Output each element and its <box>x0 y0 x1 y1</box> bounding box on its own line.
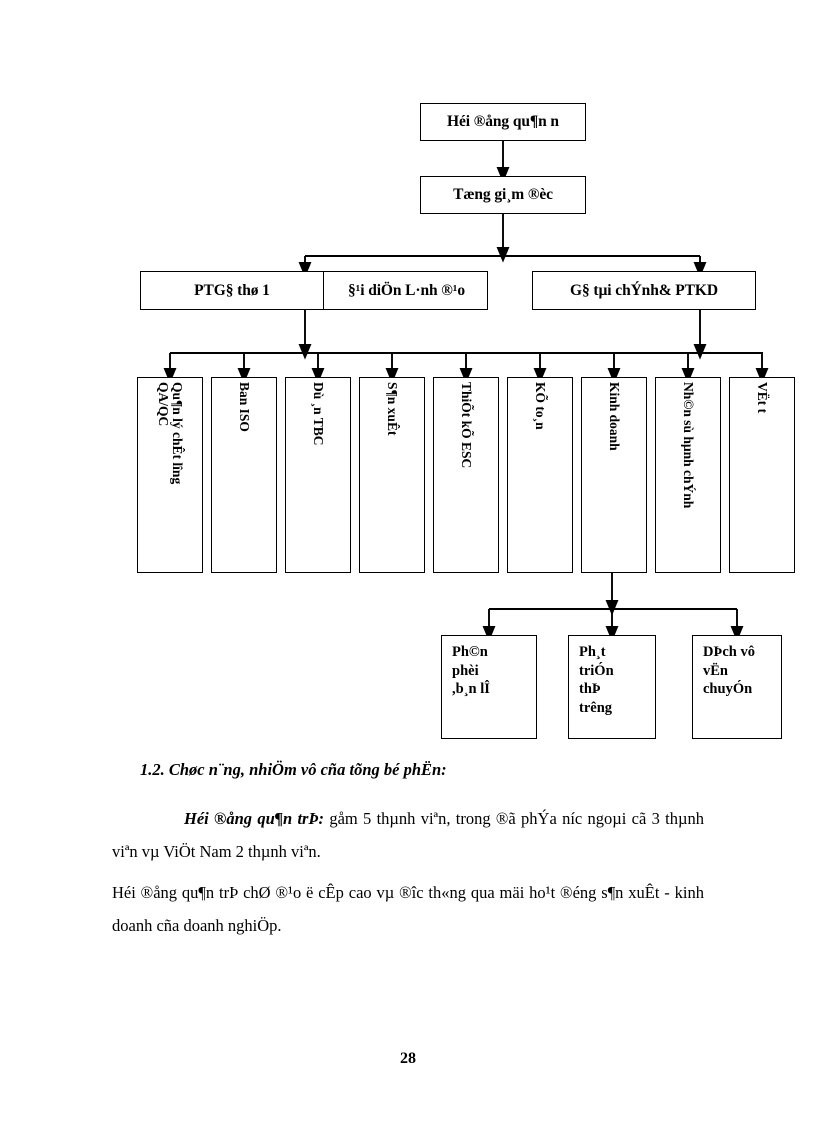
node-du-an-tbc[interactable]: Dù ¸n TBC <box>285 377 351 573</box>
node-label: Héi ®ång qu¶n n <box>447 113 559 130</box>
section-heading: 1.2. Chøc n¨ng, nhiÖm vô cña tõng bé phË… <box>140 760 447 779</box>
node-label-vertical: Nh©n sù hµnh chÝnh <box>680 382 696 509</box>
node-tong-giam-doc[interactable]: Tæng gi¸m ®èc <box>420 176 586 214</box>
node-label-line1: Ph¸t <box>579 644 606 660</box>
paragraph-1-lead: Héi ®ång qu¶n trÞ: <box>184 809 325 828</box>
node-label: §¹i diÖn L·nh ®¹o <box>348 281 465 299</box>
org-chart-diagram: Héi ®ång qu¶n n Tæng gi¸m ®èc PTG§ thø 1… <box>137 103 795 739</box>
node-label-line1: Ph©n <box>452 644 488 660</box>
node-label-line3: thÞ <box>579 681 601 698</box>
node-label-line1: DÞch vô <box>703 644 755 660</box>
node-nhan-su-hanh-chinh[interactable]: Nh©n sù hµnh chÝnh <box>655 377 721 573</box>
node-label-vertical: VËt t <box>754 382 770 414</box>
node-label-vertical: S¶n xuÊt <box>384 382 400 436</box>
page-number: 28 <box>400 1050 416 1067</box>
node-phan-phoi-ban-le[interactable]: Ph©n phèi ,b¸n lÎ <box>441 635 537 739</box>
node-group-ptgd-daidien: PTG§ thø 1 §¹i diÖn L·nh ®¹o <box>140 271 488 310</box>
node-quan-ly-chat-luong-qa-qc[interactable]: Qu¶n lý chÊt lîng QA/QC <box>137 377 203 573</box>
document-body: 1.2. Chøc n¨ng, nhiÖm vô cña tõng bé phË… <box>112 760 704 950</box>
node-kinh-doanh[interactable]: Kinh doanh <box>581 377 647 573</box>
node-label-line2: phèi <box>452 662 479 679</box>
node-label-vertical: Ban ISO <box>236 382 252 432</box>
node-dai-dien-lanh-dao[interactable]: §¹i diÖn L·nh ®¹o <box>324 272 487 309</box>
node-label: G§ tµi chÝnh& PTKD <box>570 281 718 299</box>
node-hoi-dong-quan-tri[interactable]: Héi ®ång qu¶n n <box>420 103 586 141</box>
node-vat-tu[interactable]: VËt t <box>729 377 795 573</box>
node-label-line3: ,b¸n lÎ <box>452 681 490 698</box>
node-label-line3: chuyÓn <box>703 681 753 698</box>
node-dich-vu-van-chuyen[interactable]: DÞch vô vËn chuyÓn <box>692 635 782 739</box>
node-label-vertical: Kinh doanh <box>606 382 622 451</box>
node-label-line2: QA/QC <box>156 382 171 427</box>
node-label-line1: Qu¶n lý chÊt lîng <box>169 382 185 485</box>
node-gd-tai-chinh-ptkd[interactable]: G§ tµi chÝnh& PTKD <box>532 271 756 310</box>
node-label-vertical: KÕ to¸n <box>532 382 548 430</box>
node-label-vertical: Qu¶n lý chÊt lîng QA/QC <box>156 382 185 485</box>
node-label-line2: triÓn <box>579 662 614 679</box>
node-label-line2: vËn <box>703 662 728 679</box>
node-ban-iso[interactable]: Ban ISO <box>211 377 277 573</box>
paragraph-1: Héi ®ång qu¶n trÞ: gåm 5 thµnh viªn, tro… <box>112 802 704 868</box>
node-label: PTG§ thø 1 <box>194 281 270 299</box>
node-ke-toan[interactable]: KÕ to¸n <box>507 377 573 573</box>
node-label-line4: trêng <box>579 699 613 716</box>
node-ptgd-thu-1[interactable]: PTG§ thø 1 <box>141 272 324 309</box>
node-phat-trien-thi-truong[interactable]: Ph¸t triÓn thÞ trêng <box>568 635 656 739</box>
node-label-vertical: Dù ¸n TBC <box>310 382 326 446</box>
paragraph-1-text: gåm 5 thµnh viªn, trong ®ã phÝa níc ngoµ… <box>112 809 704 861</box>
paragraph-2: Héi ®ång qu¶n trÞ chØ ®¹o ë cÊp cao vµ ®… <box>112 883 704 935</box>
node-thiet-ke-esc[interactable]: ThiÕt kÕ ESC <box>433 377 499 573</box>
node-label: Tæng gi¸m ®èc <box>453 186 553 203</box>
node-san-xuat[interactable]: S¶n xuÊt <box>359 377 425 573</box>
node-label-vertical: ThiÕt kÕ ESC <box>458 382 474 469</box>
